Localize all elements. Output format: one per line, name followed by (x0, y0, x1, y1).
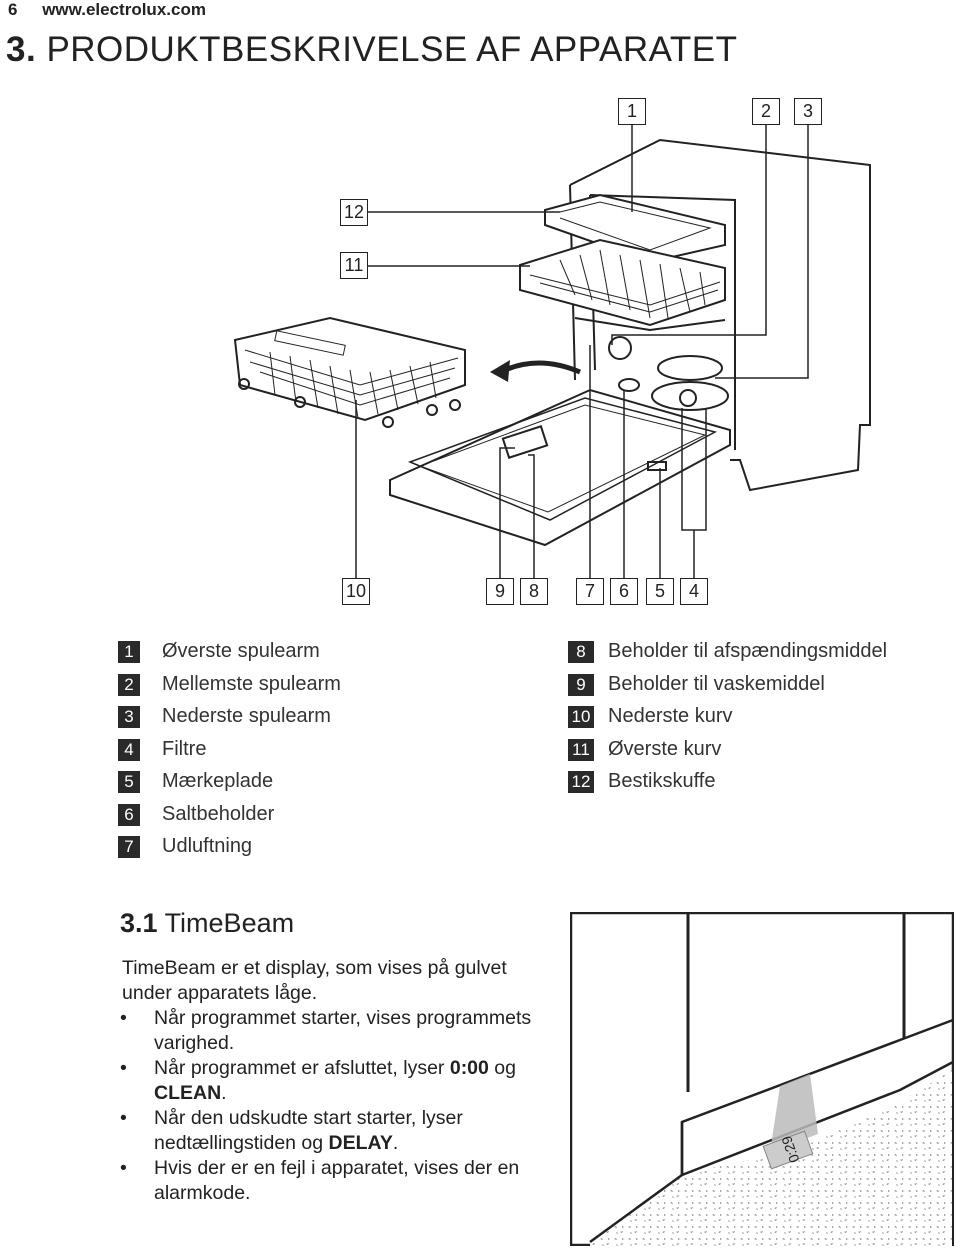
bullet-symbol: • (120, 1107, 127, 1129)
legend-label: Nederste kurv (608, 705, 733, 727)
subsection-title-text: TimeBeam (164, 908, 295, 938)
legend-label: Beholder til afspændingsmiddel (608, 640, 888, 662)
legend-label: Bestikskuffe (608, 770, 716, 792)
legend-number: 5 (118, 771, 140, 793)
timebeam-illustration: 0:29 (570, 912, 954, 1246)
legend-label: Øverste spulearm (162, 640, 320, 662)
section-title: 3. PRODUKTBESKRIVELSE AF APPARATET (6, 30, 738, 70)
intro-paragraph: TimeBeam er et display, som vises på gul… (122, 957, 507, 1004)
subsection-number: 3.1 (120, 908, 158, 938)
site-url[interactable]: www.electrolux.com (42, 0, 206, 19)
bullet-text: Når den udskudte start starter, lyser ne… (154, 1107, 463, 1154)
legend-label: Mærkeplade (162, 770, 274, 792)
callout-6: 6 (610, 578, 638, 605)
legend-label: Beholder til vaskemiddel (608, 673, 825, 695)
legend-label: Mellemste spulearm (162, 673, 341, 695)
legend-number: 1 (118, 641, 140, 663)
callout-5: 5 (646, 578, 674, 605)
legend-number: 8 (568, 641, 594, 663)
section-title-text: PRODUKTBESKRIVELSE AF APPARATET (46, 30, 738, 69)
legend-label: Udluftning (162, 835, 253, 857)
page-header: 6 www.electrolux.com (8, 0, 206, 20)
bullet-symbol: • (120, 1007, 127, 1029)
legend-number: 6 (118, 804, 140, 826)
legend-number: 10 (568, 706, 594, 728)
dishwasher-diagram (233, 125, 871, 578)
legend-label: Filtre (162, 738, 207, 760)
legend-number: 11 (568, 739, 594, 761)
subsection-title: 3.1 TimeBeam (120, 908, 294, 939)
section-number: 3. (6, 30, 37, 69)
legend-number: 4 (118, 739, 140, 761)
callout-7: 7 (576, 578, 604, 605)
bullet-text: Når programmet starter, vises programmet… (154, 1007, 532, 1054)
callout-3: 3 (794, 98, 822, 125)
legend-label: Nederste spulearm (162, 705, 331, 727)
bullet-text: Hvis der er en fejl i apparatet, vises d… (154, 1157, 520, 1204)
callout-11: 11 (340, 252, 368, 279)
legend-label: Saltbeholder (162, 803, 275, 825)
callout-4: 4 (680, 578, 708, 605)
callout-2: 2 (752, 98, 780, 125)
callout-12: 12 (340, 199, 368, 226)
callout-8: 8 (520, 578, 548, 605)
callout-10: 10 (342, 578, 370, 605)
legend-number: 12 (568, 771, 594, 793)
callout-1: 1 (618, 98, 646, 125)
page-number: 6 (8, 0, 18, 19)
legend-number: 7 (118, 836, 140, 858)
legend-label: Øverste kurv (608, 738, 722, 760)
bullet-symbol: • (120, 1057, 127, 1079)
legend-number: 9 (568, 674, 594, 696)
legend-number: 3 (118, 706, 140, 728)
bullet-text: Når programmet er afsluttet, lyser 0:00 … (154, 1057, 516, 1104)
bullet-symbol: • (120, 1157, 127, 1179)
callout-9: 9 (486, 578, 514, 605)
legend-number: 2 (118, 674, 140, 696)
